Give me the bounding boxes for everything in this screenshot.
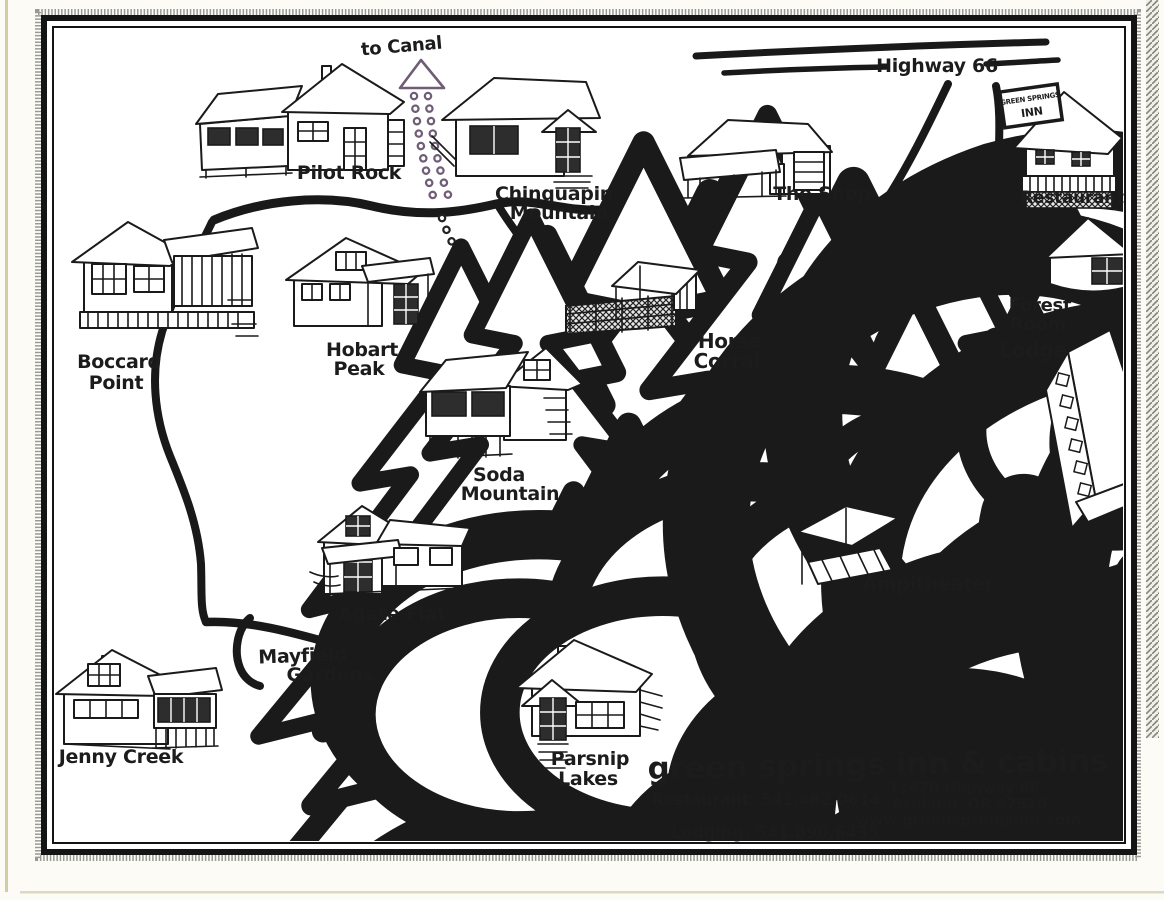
- address-line2: Ashland, OR 97520: [891, 795, 1046, 813]
- building-parsnip-lakes-cabin: [515, 639, 663, 769]
- label-ampitheater: Ampitheater: [863, 573, 995, 595]
- lodging-phone: Lodging: 541.890.6435: [671, 823, 879, 842]
- label-boccard-line2: Point: [89, 372, 144, 394]
- scan-edge-hatch-right: [1146, 0, 1159, 738]
- label-forest-room-line2: Room: [1010, 314, 1066, 335]
- label-soda-line2: Mountain: [461, 483, 560, 505]
- label-highway-66: Highway 66: [876, 55, 998, 77]
- label-hobart-line1: Hobart: [326, 339, 398, 361]
- scan-edge-strip-left: [5, 0, 8, 892]
- highway-66-upper-line: [692, 38, 1050, 60]
- building-the-shop: [679, 119, 833, 199]
- building-soda-mountain-cabin: [419, 347, 583, 459]
- highway-66-lower-line-left: [721, 64, 889, 76]
- building-boccard-point-house: [71, 221, 259, 337]
- building-horse-corral: [565, 261, 701, 337]
- scan-edge-line-bottom: [20, 891, 1164, 894]
- canal-triangle-marker: [398, 58, 446, 90]
- building-forest-room-yurt: [1045, 217, 1123, 293]
- building-agate-flat-house: [309, 505, 471, 595]
- building-restaurant: GREEN SPRINGS INN: [997, 82, 1123, 209]
- label-horse-corral-line1: Horse: [698, 329, 762, 353]
- label-forest-room-line1: Forest: [1009, 295, 1072, 316]
- inn-sign: GREEN SPRINGS INN: [997, 82, 1065, 130]
- building-ampitheater: [797, 505, 899, 589]
- label-the-shop: The Shop: [773, 183, 870, 205]
- map-title: green springs inn & cabins: [647, 743, 1108, 787]
- label-lodge: Lodge: [999, 338, 1066, 362]
- label-parsnip-line2: Lakes: [558, 768, 618, 790]
- inn-sign-line2: INN: [1020, 104, 1043, 120]
- label-chinquapin-line1: Chinquapin: [495, 183, 613, 205]
- label-chinquapin-line2: Mountain: [510, 202, 609, 224]
- label-restaurant: Restaurant: [1020, 188, 1124, 208]
- label-mayfield-line2: Gardens: [286, 664, 373, 686]
- building-chinquapin-cabin: [429, 77, 601, 189]
- label-agate-flat: Agate Flat: [338, 603, 446, 625]
- building-lodge: [1045, 329, 1123, 529]
- footer-info-block: green springs inn & cabins Restaurant: 5…: [647, 743, 1108, 842]
- label-boccard-line1: Boccard: [77, 351, 161, 373]
- label-hobart-line2: Peak: [333, 358, 385, 380]
- label-jenny-creek: Jenny Creek: [57, 746, 184, 768]
- building-pilot-rock-cabin: [195, 63, 405, 179]
- highway-66-lower-line-right: [983, 57, 1061, 67]
- label-pilot-rock: Pilot Rock: [297, 162, 402, 184]
- building-jenny-creek-cabin: [55, 649, 223, 750]
- label-horse-corral-line2: Corral: [694, 349, 761, 373]
- label-parsnip-line1: Parsnip: [551, 748, 629, 770]
- website-url: www.greenspringsinn.com: [855, 811, 1081, 829]
- label-soda-line1: Soda: [473, 464, 525, 486]
- restaurant-phone: Restaurant: 541.482.0614: [652, 790, 881, 809]
- building-hobart-peak-house: [285, 237, 435, 327]
- mayfield-road-hook: [232, 614, 264, 690]
- label-mayfield-line1: Mayfield: [258, 643, 348, 668]
- address-line1: 11470 Highway 66: [888, 779, 1039, 797]
